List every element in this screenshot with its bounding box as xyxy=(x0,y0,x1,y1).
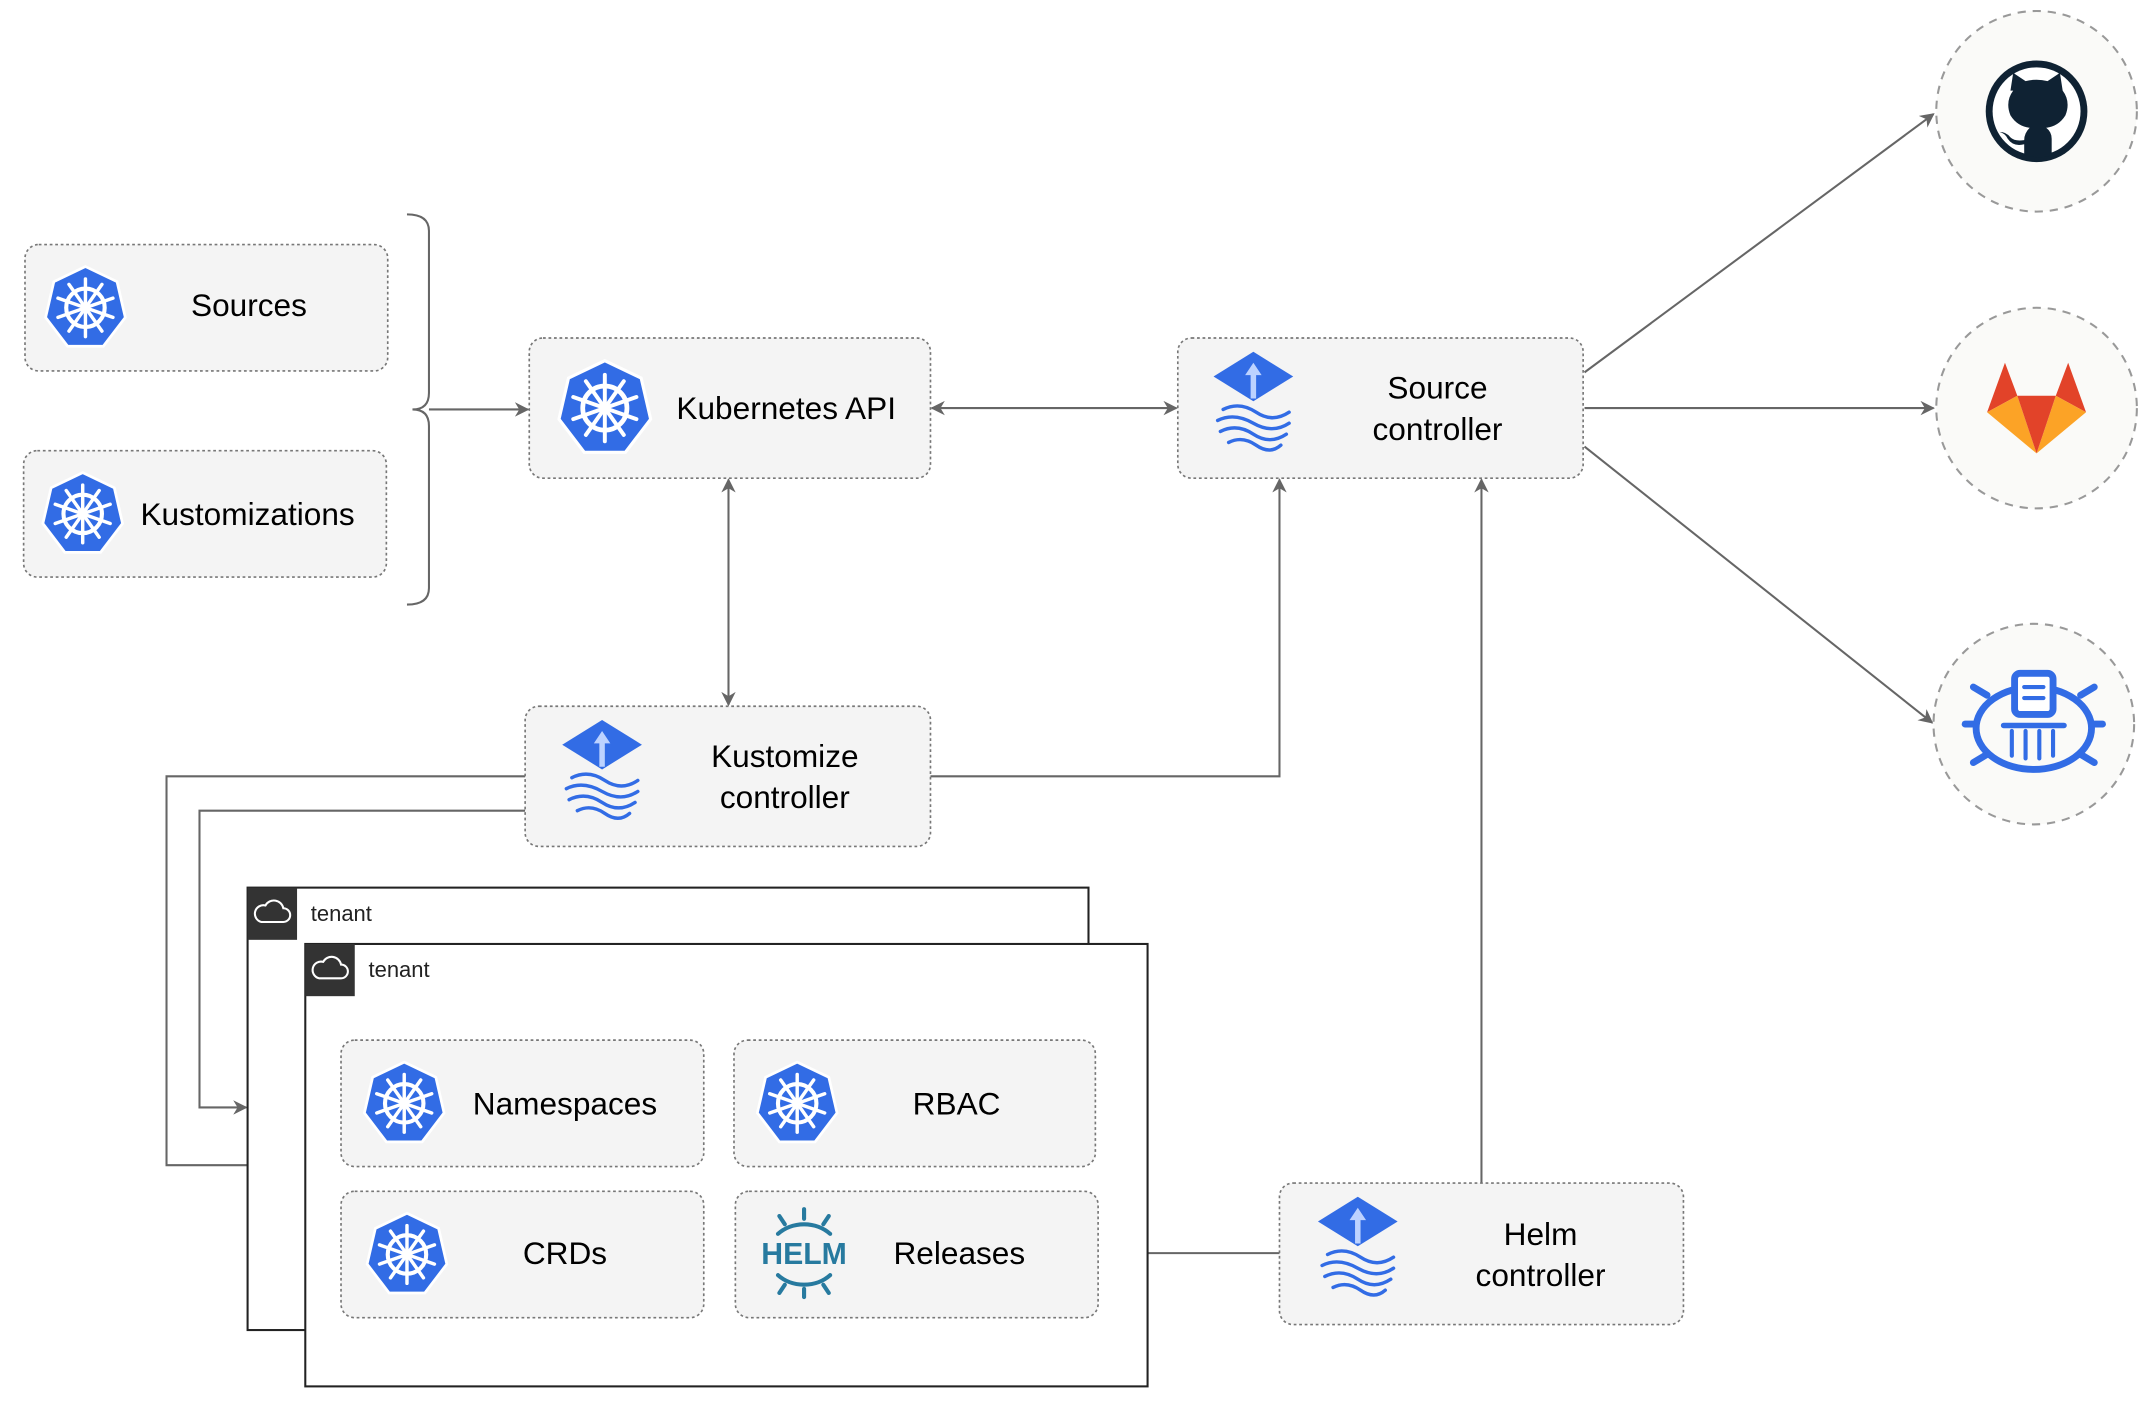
namespaces-label: Namespaces xyxy=(473,1085,657,1121)
node-rbac[interactable]: RBAC xyxy=(733,1039,1097,1168)
kubernetes-icon xyxy=(367,1213,447,1293)
node-sources[interactable]: Sources xyxy=(24,243,389,372)
node-kustomizations[interactable]: Kustomizations xyxy=(22,449,388,578)
node-helm-controller[interactable]: Helm controller xyxy=(1278,1182,1685,1326)
helm-controller-label-1: Helm xyxy=(1504,1216,1578,1252)
bucket-icon xyxy=(1961,669,2106,773)
edge-kustomize-to-tenant-front xyxy=(165,775,526,1173)
source-controller-label-1: Source xyxy=(1387,370,1487,406)
source-controller-label-2: controller xyxy=(1373,411,1503,447)
helm-controller-label-2: controller xyxy=(1476,1257,1606,1293)
sources-label: Sources xyxy=(191,287,307,323)
external-bucket[interactable] xyxy=(1932,622,2136,826)
edge-source-to-github xyxy=(1583,113,1935,374)
kustomize-controller-label-1: Kustomize xyxy=(711,738,858,774)
edge-source-to-bucket xyxy=(1583,445,1934,724)
node-namespaces[interactable]: Namespaces xyxy=(340,1039,705,1168)
brace xyxy=(406,213,430,606)
gitlab-icon xyxy=(1987,362,2087,454)
helm-icon: HELM xyxy=(761,1207,847,1300)
kustomizations-label: Kustomizations xyxy=(140,496,354,532)
tenant-label: tenant xyxy=(311,901,372,926)
external-gitlab[interactable] xyxy=(1935,306,2138,510)
node-releases[interactable]: HELM Releases xyxy=(734,1190,1099,1319)
github-icon xyxy=(1985,60,2088,163)
helm-logo-text: HELM xyxy=(761,1238,847,1271)
external-github[interactable] xyxy=(1935,9,2138,213)
edge-kustomize-to-tenant-back xyxy=(198,809,526,1115)
edge-kustomize-to-source-controller xyxy=(930,478,1287,778)
kustomize-controller-label-2: controller xyxy=(720,779,850,815)
node-crds[interactable]: CRDs xyxy=(340,1190,705,1319)
node-source-controller[interactable]: Source controller xyxy=(1176,337,1584,479)
rbac-label: RBAC xyxy=(913,1085,1001,1121)
releases-label: Releases xyxy=(893,1235,1025,1271)
kubernetes-icon xyxy=(757,1062,837,1142)
node-kubernetes-api[interactable]: Kubernetes API xyxy=(528,337,932,479)
crds-label: CRDs xyxy=(523,1235,607,1271)
kubernetes-icon xyxy=(46,267,126,347)
kubernetes-icon xyxy=(559,361,651,453)
node-kustomize-controller[interactable]: Kustomize controller xyxy=(524,705,932,848)
kubernetes-api-label: Kubernetes API xyxy=(676,390,896,426)
kubernetes-icon xyxy=(43,473,123,553)
kubernetes-icon xyxy=(364,1062,444,1142)
tenant-label: tenant xyxy=(369,957,430,982)
